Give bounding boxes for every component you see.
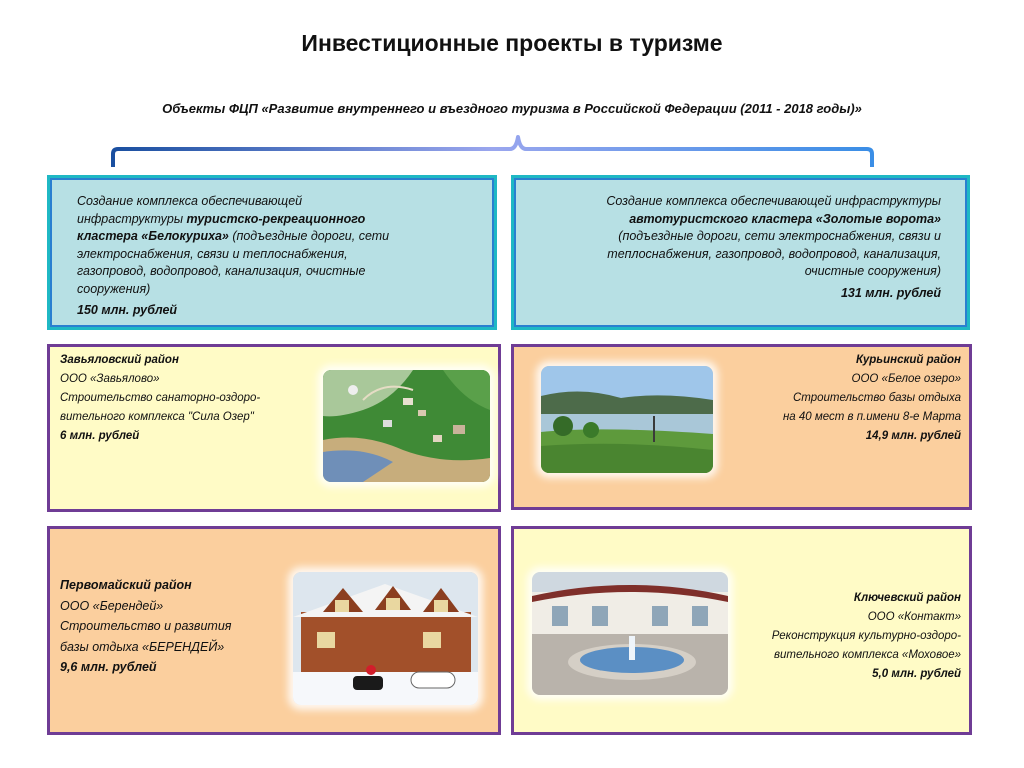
wooden-lodge-winter-photo [293, 572, 478, 705]
project-amount: 14,9 млн. рублей [865, 430, 961, 442]
district-name: Завьяловский район [60, 354, 179, 366]
project-info: Завьяловский район ООО «Завьялово» Строи… [60, 351, 260, 446]
project-amount: 5,0 млн. рублей [872, 668, 961, 680]
investment-amount: 150 млн. рублей [77, 303, 178, 317]
page-subtitle: Объекты ФЦП «Развитие внутреннего и въез… [162, 101, 862, 116]
lake-landscape-photo [541, 366, 713, 473]
page-title: Инвестиционные проекты в туризме [301, 30, 723, 56]
district-name: Курьинский район [855, 354, 961, 366]
project-amount: 9,6 млн. рублей [60, 660, 157, 674]
investment-amount: 131 млн. рублей [840, 286, 941, 300]
resort-aerial-photo [323, 370, 490, 482]
project-card-pervomaisky: Первомайский район ООО «Берендей» Строит… [47, 526, 501, 735]
fountain-complex-photo [532, 572, 728, 695]
infrastructure-box-zolotye-vorota: Создание комплекса обеспечивающей инфрас… [511, 175, 970, 330]
project-info: Первомайский район ООО «Берендей» Строит… [60, 575, 231, 678]
company-name: ООО «Контакт» [867, 611, 961, 623]
project-card-zavyalovo: Завьяловский район ООО «Завьялово» Строи… [47, 344, 501, 512]
project-card-kurya: Курьинский район ООО «Белое озеро» Строи… [511, 344, 972, 510]
company-name: ООО «Завьялово» [60, 373, 160, 385]
project-amount: 6 млн. рублей [60, 430, 140, 442]
infrastructure-box-belokurikha: Создание комплекса обеспечивающей инфрас… [47, 175, 497, 330]
company-name: ООО «Белое озеро» [851, 373, 961, 385]
district-name: Ключевский район [853, 592, 961, 604]
district-name: Первомайский район [60, 578, 192, 592]
infrastructure-description: Создание комплекса обеспечивающей инфрас… [606, 194, 941, 278]
project-info: Ключевский район ООО «Контакт» Реконстру… [772, 589, 961, 684]
project-info: Курьинский район ООО «Белое озеро» Строи… [783, 351, 961, 446]
company-name: ООО «Берендей» [60, 598, 164, 613]
infrastructure-description: Создание комплекса обеспечивающей инфрас… [77, 194, 390, 296]
connector-bracket [111, 135, 874, 167]
project-card-klyuchevsky: Ключевский район ООО «Контакт» Реконстру… [511, 526, 972, 735]
